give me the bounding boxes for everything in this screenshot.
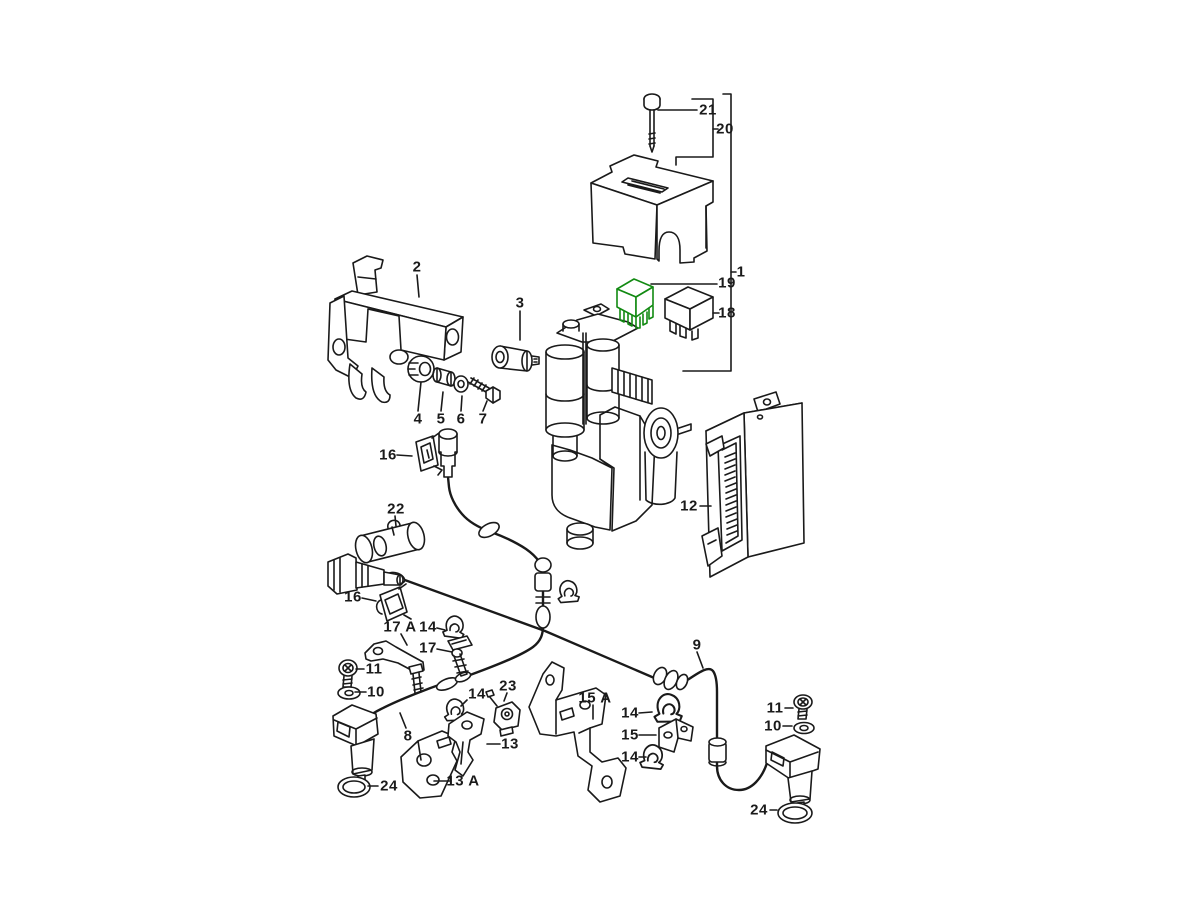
part-label-10: 10 <box>367 683 385 701</box>
washer-6 <box>453 375 469 393</box>
o-ring-24-right <box>777 802 813 824</box>
part-label-7: 7 <box>478 410 488 428</box>
bolt-7 <box>467 377 501 404</box>
part-label-8: 8 <box>403 727 413 745</box>
leader-line <box>417 381 422 412</box>
part-label-22: 22 <box>387 500 405 518</box>
part-label-14: 14 <box>468 685 486 703</box>
clip-16-lower <box>375 583 412 622</box>
part-label-24: 24 <box>750 801 768 819</box>
washer-10-left <box>337 686 361 700</box>
part-label-1: 1 <box>736 263 746 281</box>
mounting-bracket-2 <box>327 255 464 404</box>
leader-line <box>394 515 397 527</box>
part-label-21: 21 <box>699 101 717 119</box>
part-label-16: 16 <box>344 588 362 606</box>
relay-19 <box>616 278 654 329</box>
relay-18 <box>664 286 714 341</box>
clamp-14-b <box>443 698 467 722</box>
washer-10-right <box>793 721 815 735</box>
spacer-sleeve-5 <box>432 367 456 387</box>
part-label-17: 17 <box>419 639 437 657</box>
grommet-23 <box>485 689 521 737</box>
part-label-2: 2 <box>412 258 422 276</box>
screw-21 <box>643 93 661 153</box>
relay-cover-20 <box>590 154 714 264</box>
o-ring-24-left <box>337 776 371 798</box>
cable-connector-9 <box>327 553 404 595</box>
part-label-12: 12 <box>680 497 698 515</box>
leader-line <box>416 274 420 298</box>
bracket-17a <box>364 640 425 694</box>
part-label-14: 14 <box>621 748 639 766</box>
front-sensor-cable-8 <box>370 475 552 716</box>
clamp-14-mid <box>557 579 580 604</box>
bracket-13 <box>447 711 485 777</box>
part-label-11: 11 <box>365 660 383 678</box>
bracket-15 <box>658 718 694 753</box>
hydraulic-unit <box>545 303 692 550</box>
part-label-5: 5 <box>436 410 446 428</box>
part-label-13: 13 <box>501 735 519 753</box>
part-label-13A: 13 A <box>446 772 480 790</box>
part-label-11: 11 <box>766 699 784 717</box>
part-label-24: 24 <box>380 777 398 795</box>
leader-line <box>460 699 468 707</box>
part-label-9: 9 <box>692 636 702 654</box>
sensor-connector-8 <box>438 428 458 478</box>
part-label-20: 20 <box>716 120 734 138</box>
screw-17 <box>447 635 473 677</box>
callout-lines-layer <box>354 93 794 811</box>
part-label-15: 15 <box>621 726 639 744</box>
clamp-14-a <box>442 615 465 640</box>
part-label-15A: 15 A <box>578 689 612 707</box>
bracket-15a <box>528 661 627 803</box>
clamp-14-c <box>653 693 683 723</box>
leader-line <box>440 391 444 412</box>
part-label-6: 6 <box>456 410 466 428</box>
part-label-14: 14 <box>419 618 437 636</box>
callout-bracket-line <box>682 93 732 372</box>
leader-line <box>396 454 413 457</box>
clamp-14-d <box>639 744 664 771</box>
leader-line <box>482 400 488 412</box>
spacer-3 <box>491 345 540 372</box>
part-label-3: 3 <box>515 294 525 312</box>
callout-bracket-line <box>675 98 714 166</box>
leader-line <box>436 627 446 631</box>
speed-sensor-front <box>332 704 379 794</box>
part-label-19: 19 <box>718 274 736 292</box>
part-label-4: 4 <box>413 410 423 428</box>
part-label-23: 23 <box>499 677 517 695</box>
leader-line <box>460 395 463 412</box>
leader-line <box>503 692 508 702</box>
leader-line <box>400 633 408 646</box>
part-label-17A: 17 A <box>383 618 417 636</box>
bolt-11-left <box>338 659 358 688</box>
sleeve-22 <box>354 519 426 564</box>
part-label-14: 14 <box>621 704 639 722</box>
leader-line <box>696 651 704 669</box>
bolt-11-right <box>793 694 813 720</box>
part-label-16: 16 <box>379 446 397 464</box>
part-label-10: 10 <box>764 717 782 735</box>
part-label-18: 18 <box>718 304 736 322</box>
leader-line <box>399 712 407 729</box>
leader-line <box>638 711 653 714</box>
leader-line <box>436 648 453 653</box>
control-unit-12 <box>701 391 805 578</box>
leader-line <box>361 597 377 602</box>
